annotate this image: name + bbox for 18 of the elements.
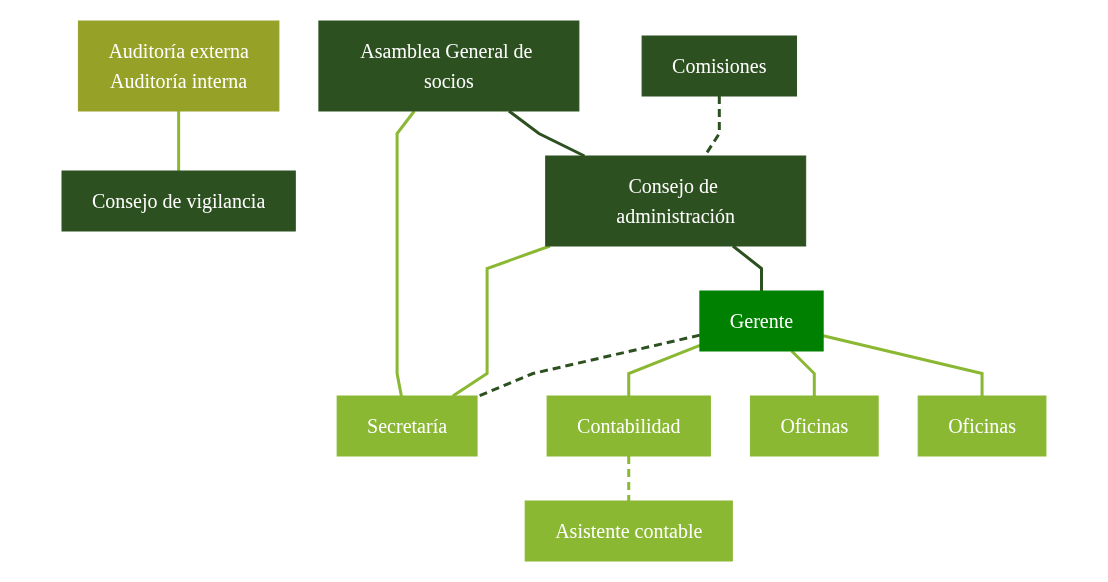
connector xyxy=(452,244,551,398)
node-box: Consejo de administración xyxy=(545,155,807,247)
node-box: Consejo de vigilancia xyxy=(61,170,296,232)
node-box: Asamblea General de socios xyxy=(318,20,580,112)
node-box: Gerente xyxy=(699,290,824,352)
connector xyxy=(627,456,631,501)
node-box: Contabilidad xyxy=(546,395,711,457)
connector xyxy=(822,334,984,396)
node-box: Oficinas xyxy=(917,395,1047,457)
node-box: Secretaría xyxy=(336,395,478,457)
connector xyxy=(627,344,701,396)
node-box: Comisiones xyxy=(641,35,798,97)
connector xyxy=(395,110,416,397)
connector xyxy=(177,111,181,171)
node-box: Asistente contable xyxy=(524,500,733,562)
node-box: Oficinas xyxy=(749,395,879,457)
node-box: Auditoría externa Auditoría interna xyxy=(77,20,280,112)
connector xyxy=(476,333,701,399)
